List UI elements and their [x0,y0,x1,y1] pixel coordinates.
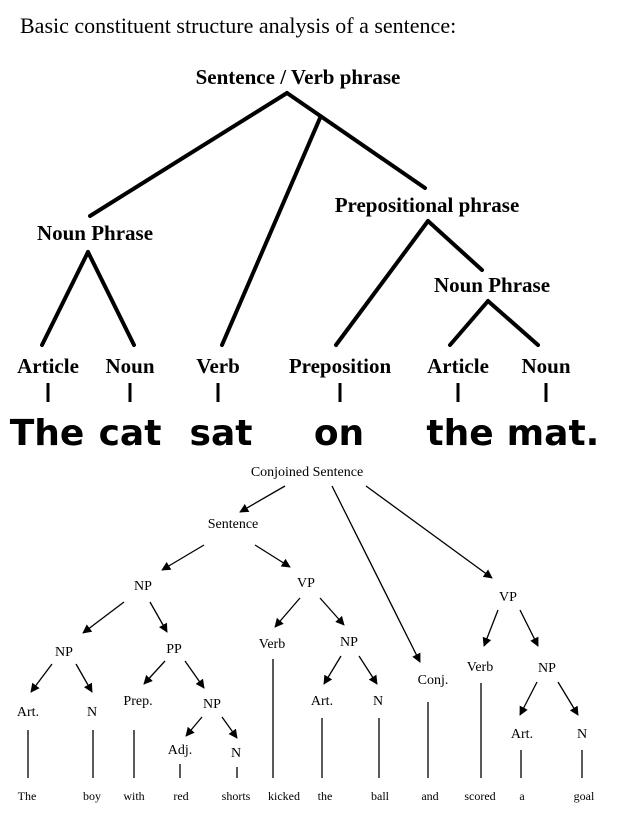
word-mat: mat. [507,413,600,454]
node-adj: Adj. [168,743,193,758]
edge-np2-noun [486,299,540,347]
arrow-conjoined-conj [331,485,421,663]
edge-root-pp [285,91,427,190]
node-np-object: NP [340,635,358,650]
node-np-object-2: NP [538,661,556,676]
node-n-2: N [373,694,383,709]
word2-red: red [173,789,188,803]
arrow-npobject2-art [519,681,538,716]
arrow-npobject-art [323,655,342,685]
node-prepositional-phrase: Prepositional phrase [335,193,520,217]
node-n: N [87,705,97,720]
node-np-pp: NP [203,697,221,712]
arrow-sentence-vp [254,544,291,568]
edge-np2-article [448,299,490,347]
category-verb: Verb [196,354,240,378]
category-preposition: Preposition [289,354,392,378]
arrow-npinner-n [75,663,93,693]
node-sentence-verb-phrase: Sentence / Verb phrase [196,65,401,89]
node-art-2: Art. [311,694,333,709]
edge-root-verb [220,116,322,347]
arrow-pp-np [184,660,205,689]
word2-goal: goal [574,789,595,803]
arrow-vp2-verb [482,609,499,647]
edge-root-np [88,91,289,218]
edge-pp-np [426,219,484,272]
node-n-4: N [231,746,241,761]
edge-np-article [40,250,90,347]
word-sat: sat [190,413,253,454]
arrow-npobject2-n [557,681,579,716]
arrow-pp-prep [143,660,166,685]
arrow-conjoined-vp [365,485,493,579]
arrow-sentence-np [161,544,205,571]
node-n-3: N [577,727,587,742]
word2-shorts: shorts [222,789,251,803]
arrow-npinner-art [30,663,53,693]
node-art: Art. [17,705,39,720]
node-sentence: Sentence [208,517,259,532]
arrow-npobject-n [358,655,378,685]
arrow-nppp-adj [185,716,203,737]
edge-np-noun [86,250,136,347]
word2-a: a [519,789,525,803]
diagram-title: Basic constituent structure analysis of … [20,13,456,38]
word2-kicked: kicked [268,789,300,803]
word2-and: and [421,789,438,803]
arrow-vp-verb [274,597,301,628]
category-noun-2: Noun [521,354,570,378]
word2-with: with [123,789,144,803]
node-vp: VP [297,576,315,591]
category-noun: Noun [105,354,154,378]
node-verb-2: Verb [467,660,493,675]
node-noun-phrase: Noun Phrase [37,221,153,245]
word2-boy: boy [83,789,101,803]
word-on: on [314,413,364,454]
node-np-inner: NP [55,645,73,660]
category-article: Article [17,354,79,378]
word2-ball: ball [371,789,390,803]
arrow-np-pp [149,601,168,633]
node-verb: Verb [259,637,285,652]
word2-the: The [18,789,37,803]
category-article-2: Article [427,354,489,378]
node-conj: Conj. [418,673,449,688]
arrow-conjoined-sentence [239,485,286,513]
node-art-3: Art. [511,727,533,742]
arrow-np-np [82,601,125,634]
node-prep: Prep. [123,694,152,709]
node-noun-phrase-2: Noun Phrase [434,273,550,297]
word2-scored: scored [464,789,495,803]
node-conjoined-sentence: Conjoined Sentence [251,465,363,480]
arrow-nppp-n [221,716,238,739]
node-vp-2: VP [499,590,517,605]
node-pp: PP [166,642,182,657]
arrow-vp2-np [519,609,539,647]
word-the: The [10,413,85,454]
word2-the-2: the [318,789,333,803]
tree-2: Conjoined Sentence Sentence NP VP VP NP … [17,465,595,803]
arrow-vp-np [319,597,345,626]
word-cat: cat [99,413,162,454]
edge-pp-preposition [334,219,430,347]
word-the-2: the [426,413,493,454]
tree-1: Sentence / Verb phrase Noun Phrase Prepo… [10,65,600,454]
node-np: NP [134,579,152,594]
